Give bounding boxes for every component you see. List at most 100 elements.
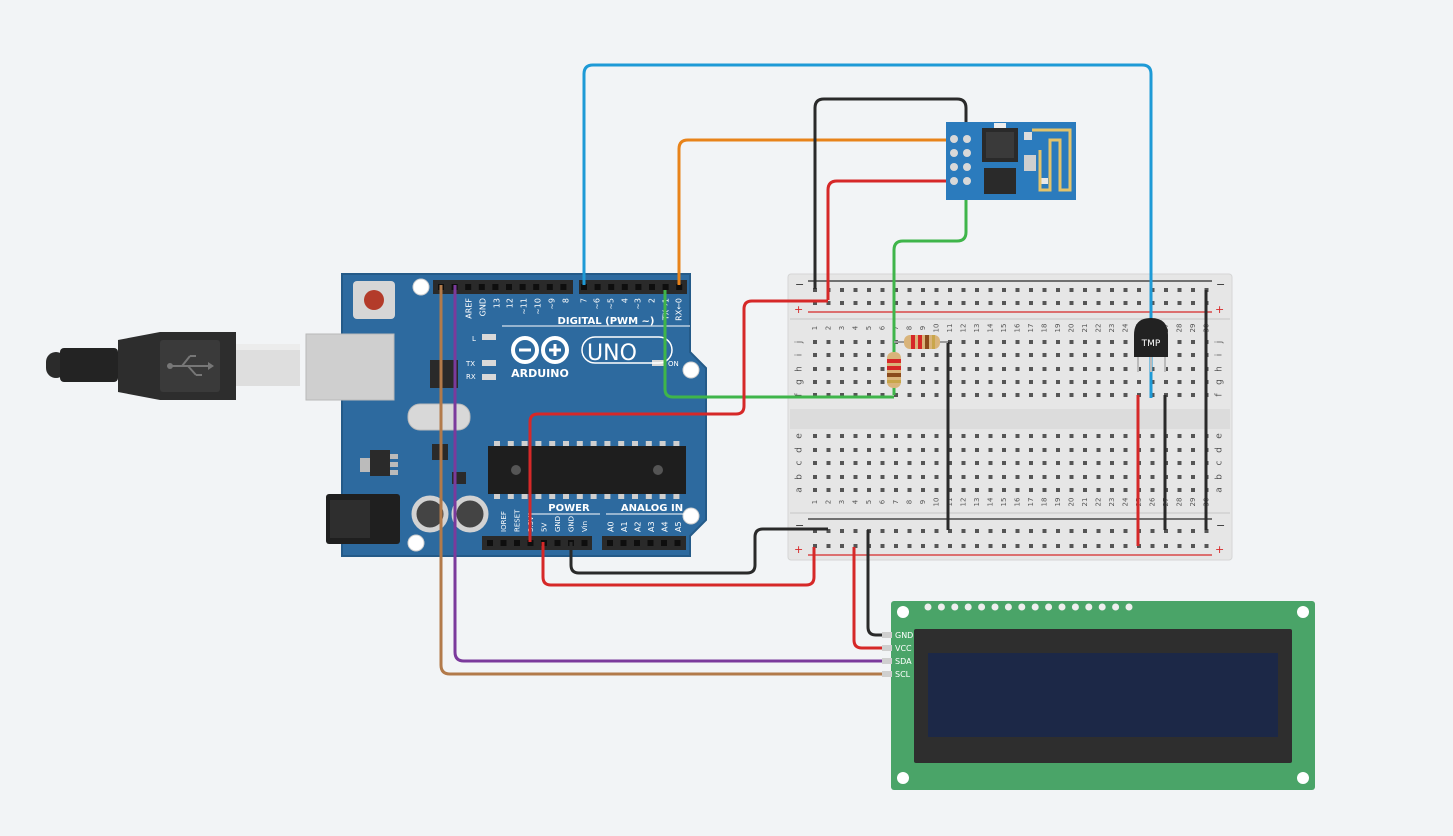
breadboard-hole[interactable] (813, 301, 817, 305)
breadboard-hole[interactable] (1015, 488, 1020, 492)
breadboard-hole[interactable] (1096, 340, 1101, 344)
breadboard-hole[interactable] (1015, 301, 1020, 305)
breadboard-hole[interactable] (840, 461, 844, 465)
breadboard-hole[interactable] (826, 301, 831, 305)
breadboard-hole[interactable] (975, 544, 979, 548)
breadboard-hole[interactable] (867, 380, 871, 384)
breadboard-hole[interactable] (826, 461, 831, 465)
lcd-pin[interactable] (882, 645, 892, 651)
breadboard-hole[interactable] (934, 380, 939, 384)
breadboard-hole[interactable] (1150, 529, 1155, 533)
breadboard-hole[interactable] (1002, 488, 1006, 492)
breadboard-hole[interactable] (1150, 544, 1155, 548)
header-socket[interactable] (492, 284, 499, 290)
breadboard-hole[interactable] (907, 529, 912, 533)
breadboard-hole[interactable] (853, 448, 858, 452)
breadboard-hole[interactable] (1069, 544, 1074, 548)
breadboard-hole[interactable] (826, 475, 831, 479)
breadboard-hole[interactable] (1096, 288, 1101, 292)
header-socket[interactable] (647, 540, 654, 546)
breadboard-hole[interactable] (1029, 367, 1033, 371)
breadboard-hole[interactable] (975, 393, 979, 397)
breadboard-hole[interactable] (813, 529, 817, 533)
breadboard-hole[interactable] (853, 475, 858, 479)
header-socket[interactable] (581, 284, 587, 290)
breadboard-hole[interactable] (1096, 448, 1101, 452)
breadboard-hole[interactable] (1123, 340, 1128, 344)
breadboard-hole[interactable] (853, 367, 858, 371)
breadboard-hole[interactable] (840, 488, 844, 492)
breadboard-hole[interactable] (1042, 380, 1047, 384)
breadboard-hole[interactable] (1029, 461, 1033, 465)
breadboard-hole[interactable] (1002, 461, 1006, 465)
breadboard-hole[interactable] (975, 475, 979, 479)
header-socket[interactable] (649, 284, 655, 290)
header-socket[interactable] (634, 540, 640, 546)
wire-red-5v-to-bottom-rail[interactable] (541, 542, 816, 587)
breadboard-hole[interactable] (1164, 288, 1168, 292)
header-socket[interactable] (594, 284, 601, 290)
breadboard-hole[interactable] (961, 393, 966, 397)
breadboard-hole[interactable] (867, 353, 871, 357)
breadboard-hole[interactable] (1083, 340, 1087, 344)
breadboard-hole[interactable] (1002, 340, 1006, 344)
breadboard-hole[interactable] (1029, 434, 1033, 438)
breadboard-hole[interactable] (934, 353, 939, 357)
breadboard-hole[interactable] (1177, 301, 1182, 305)
breadboard-hole[interactable] (1177, 544, 1182, 548)
breadboard-hole[interactable] (1177, 380, 1182, 384)
breadboard-hole[interactable] (813, 544, 817, 548)
breadboard-hole[interactable] (948, 544, 952, 548)
breadboard-hole[interactable] (1096, 461, 1101, 465)
breadboard-hole[interactable] (948, 288, 952, 292)
breadboard-hole[interactable] (1042, 448, 1047, 452)
breadboard-hole[interactable] (1002, 393, 1006, 397)
breadboard-hole[interactable] (1096, 544, 1101, 548)
breadboard-hole[interactable] (840, 380, 844, 384)
breadboard-hole[interactable] (1002, 380, 1006, 384)
breadboard-hole[interactable] (934, 301, 939, 305)
breadboard-hole[interactable] (826, 353, 831, 357)
header-socket[interactable] (514, 540, 520, 546)
breadboard-hole[interactable] (975, 380, 979, 384)
breadboard-hole[interactable] (921, 393, 925, 397)
breadboard-hole[interactable] (1177, 288, 1182, 292)
breadboard-hole[interactable] (921, 461, 925, 465)
breadboard-hole[interactable] (1069, 340, 1074, 344)
breadboard-hole[interactable] (813, 488, 817, 492)
breadboard-hole[interactable] (934, 367, 939, 371)
breadboard-hole[interactable] (1029, 288, 1033, 292)
breadboard-hole[interactable] (1069, 488, 1074, 492)
breadboard-hole[interactable] (1042, 301, 1047, 305)
breadboard-hole[interactable] (1042, 475, 1047, 479)
breadboard-hole[interactable] (975, 353, 979, 357)
wire-red-5v-to-rail[interactable] (528, 299, 828, 542)
breadboard-hole[interactable] (826, 529, 831, 533)
breadboard-hole[interactable] (1191, 353, 1195, 357)
breadboard-hole[interactable] (1083, 393, 1087, 397)
breadboard-hole[interactable] (867, 434, 871, 438)
lcd-pin[interactable] (882, 658, 892, 664)
breadboard-hole[interactable] (934, 488, 939, 492)
breadboard-hole[interactable] (1069, 393, 1074, 397)
breadboard-hole[interactable] (1191, 475, 1195, 479)
breadboard-hole[interactable] (1056, 529, 1060, 533)
breadboard-hole[interactable] (826, 380, 831, 384)
breadboard-hole[interactable] (921, 353, 925, 357)
breadboard-hole[interactable] (975, 434, 979, 438)
breadboard-hole[interactable] (948, 380, 952, 384)
header-socket[interactable] (527, 540, 534, 546)
breadboard-hole[interactable] (988, 301, 993, 305)
breadboard-hole[interactable] (1029, 475, 1033, 479)
breadboard-hole[interactable] (1110, 288, 1114, 292)
breadboard-hole[interactable] (1015, 393, 1020, 397)
breadboard-hole[interactable] (1191, 434, 1195, 438)
breadboard-hole[interactable] (840, 288, 844, 292)
header-socket[interactable] (478, 284, 485, 290)
breadboard-hole[interactable] (826, 393, 831, 397)
breadboard-hole[interactable] (1123, 544, 1128, 548)
breadboard-hole[interactable] (1123, 288, 1128, 292)
breadboard-hole[interactable] (948, 353, 952, 357)
breadboard-hole[interactable] (1204, 544, 1209, 548)
breadboard-hole[interactable] (1191, 461, 1195, 465)
